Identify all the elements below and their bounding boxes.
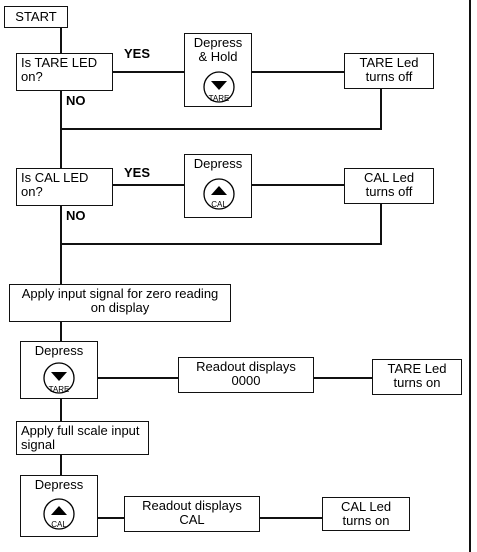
connector — [313, 377, 373, 379]
cal-button-label: CAL — [211, 200, 227, 209]
yes-label-2: YES — [124, 165, 151, 180]
connector — [60, 320, 62, 342]
connector — [97, 517, 125, 519]
depress-tare-box: Depress TARE — [20, 341, 98, 399]
readout-0000-box: Readout displays 0000 — [178, 357, 314, 393]
connector — [60, 453, 62, 475]
connector — [97, 377, 179, 379]
down-arrow-circle-icon — [43, 362, 75, 394]
yes-label-1: YES — [124, 46, 151, 61]
depress-cal-label: Depress — [193, 156, 243, 171]
apply-full-box: Apply full scale input signal — [16, 421, 149, 455]
connector — [60, 243, 62, 285]
cal-on-box: CAL Led turns on — [322, 497, 410, 531]
connector — [251, 71, 345, 73]
connector — [60, 27, 62, 53]
cal-button-label: CAL — [51, 520, 67, 529]
connector — [60, 243, 382, 245]
tare-button-2[interactable]: TARE — [42, 361, 76, 395]
connector — [251, 184, 345, 186]
tare-off-box: TARE Led turns off — [344, 53, 434, 89]
connector — [259, 517, 323, 519]
start-box: START — [4, 6, 68, 28]
cal-button-2[interactable]: CAL — [42, 497, 76, 531]
connector — [380, 88, 382, 129]
no-label-1: NO — [66, 93, 86, 108]
tare-button-label: TARE — [48, 385, 70, 394]
decision-cal-box: Is CAL LED on? — [16, 168, 113, 206]
tare-on-box: TARE Led turns on — [372, 359, 462, 395]
depress-cal-box: Depress CAL — [184, 154, 252, 218]
connector — [112, 184, 185, 186]
up-arrow-circle-icon — [43, 498, 75, 530]
depress-cal-box-2: Depress CAL — [20, 475, 98, 537]
connector — [60, 128, 382, 130]
connector — [380, 203, 382, 244]
decision-tare-box: Is TARE LED on? — [16, 53, 113, 91]
connector — [60, 398, 62, 422]
depress-hold-label: Depress & Hold — [193, 35, 243, 64]
cal-button[interactable]: CAL — [202, 177, 236, 211]
depress-hold-box: Depress & Hold TARE — [184, 33, 252, 107]
depress-cal-label-2: Depress — [34, 477, 84, 492]
depress-tare-label: Depress — [34, 343, 84, 358]
apply-zero-box: Apply input signal for zero reading on d… — [9, 284, 231, 322]
down-arrow-circle-icon — [203, 71, 235, 103]
tare-button[interactable]: TARE — [202, 70, 236, 104]
cal-off-box: CAL Led turns off — [344, 168, 434, 204]
right-border — [469, 0, 471, 552]
readout-cal-box: Readout displays CAL — [124, 496, 260, 532]
no-label-2: NO — [66, 208, 86, 223]
connector — [112, 71, 185, 73]
up-arrow-circle-icon — [203, 178, 235, 210]
tare-button-label: TARE — [208, 94, 230, 103]
